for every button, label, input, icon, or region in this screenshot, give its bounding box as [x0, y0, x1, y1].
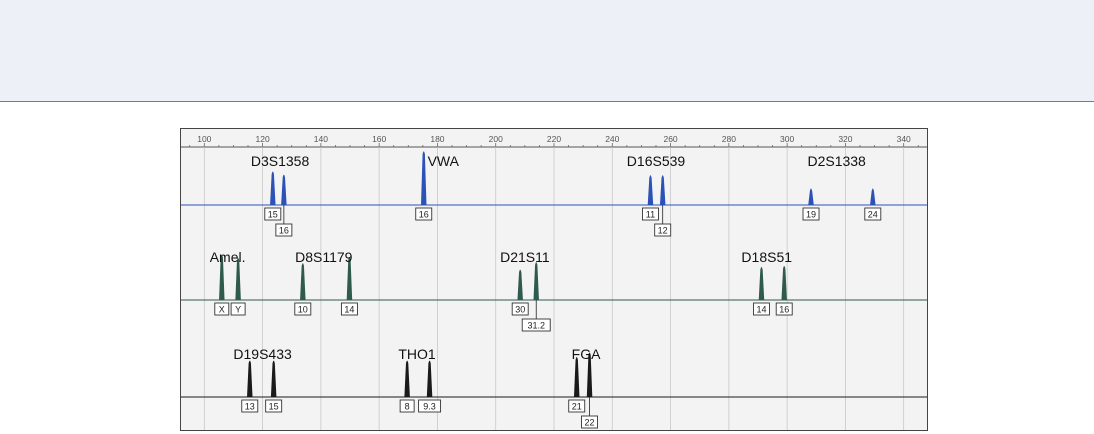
allele-call-label: 16	[279, 226, 289, 236]
allele-peak	[405, 361, 409, 397]
allele-call-label: 9.3	[423, 402, 436, 412]
locus-label: THO1	[398, 346, 436, 362]
allele-peak	[271, 361, 275, 397]
allele-peak	[534, 263, 538, 300]
allele-call-label: 16	[779, 305, 789, 315]
x-tick-label: 340	[897, 134, 911, 144]
x-tick-label: 100	[197, 134, 211, 144]
x-tick-label: 220	[547, 134, 561, 144]
allele-call-label: 31.2	[527, 321, 545, 331]
allele-peak	[648, 176, 652, 205]
x-tick-label: 280	[722, 134, 736, 144]
allele-call-label: 13	[245, 402, 255, 412]
allele-peak	[759, 268, 763, 300]
locus-label: VWA	[428, 153, 460, 169]
locus-label: D19S433	[233, 346, 292, 362]
x-tick-label: 140	[314, 134, 328, 144]
allele-call-label: 15	[269, 402, 279, 412]
allele-peak	[422, 152, 426, 205]
allele-peak	[248, 361, 252, 397]
allele-call-label: 10	[298, 305, 308, 315]
allele-call-label: 8	[405, 402, 410, 412]
allele-peak	[809, 189, 813, 205]
allele-peak	[660, 176, 664, 205]
allele-peak	[301, 264, 305, 300]
allele-peak	[575, 358, 579, 397]
allele-peak	[782, 267, 786, 300]
allele-peak	[871, 189, 875, 205]
locus-label: D21S11	[500, 249, 550, 265]
allele-call-label: 21	[572, 402, 582, 412]
allele-call-label: 15	[268, 210, 278, 220]
allele-call-label: Y	[235, 305, 241, 315]
x-tick-label: 240	[605, 134, 619, 144]
allele-call-label: 14	[756, 305, 766, 315]
allele-call-label: 16	[419, 210, 429, 220]
locus-label: D3S1358	[251, 153, 310, 169]
x-tick-label: 300	[780, 134, 794, 144]
allele-call-label: 19	[806, 210, 816, 220]
locus-label: D16S539	[627, 153, 686, 169]
allele-call-label: 11	[646, 210, 655, 220]
allele-peak	[427, 361, 431, 397]
locus-label: D8S1179	[295, 249, 353, 265]
allele-peak	[518, 270, 522, 300]
x-tick-label: 200	[489, 134, 503, 144]
x-tick-label: 160	[372, 134, 386, 144]
allele-call-label: 12	[658, 226, 668, 236]
locus-label: FGA	[572, 346, 601, 362]
x-tick-label: 120	[256, 134, 270, 144]
x-tick-label: 320	[838, 134, 852, 144]
locus-label: D2S1338	[807, 153, 866, 169]
x-tick-label: 180	[430, 134, 444, 144]
allele-peak	[282, 175, 286, 205]
locus-label: D18S51	[741, 249, 792, 265]
allele-call-label: 30	[515, 305, 525, 315]
allele-call-label: 24	[868, 210, 878, 220]
allele-call-label: X	[219, 305, 225, 315]
x-tick-label: 260	[663, 134, 677, 144]
allele-call-label: 22	[585, 418, 595, 428]
locus-label: Amel.	[210, 249, 246, 265]
allele-call-label: 14	[344, 305, 354, 315]
allele-peak	[271, 172, 275, 205]
